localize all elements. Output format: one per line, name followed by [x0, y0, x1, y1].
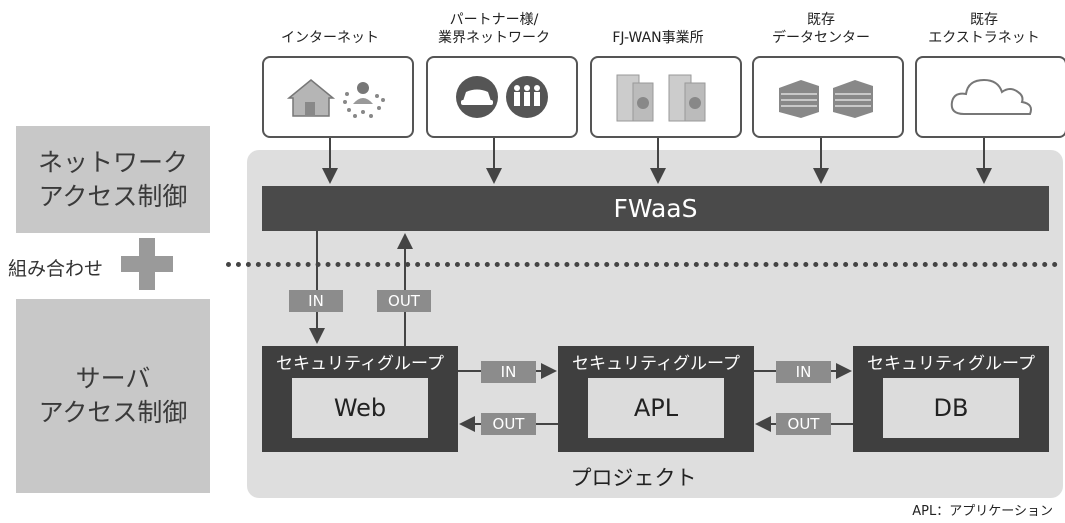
apl-server: APL — [588, 378, 724, 438]
flow-in-tag-apl-db: IN — [776, 361, 831, 383]
cloud-icon — [950, 78, 1032, 115]
server-access-line1: サーバ — [75, 364, 151, 393]
plus-icon-vertical — [139, 238, 155, 290]
endpoint-partner — [426, 56, 578, 138]
project-label: プロジェクト — [570, 466, 697, 490]
endpoint-datacenter — [752, 56, 904, 138]
server-access-line2: アクセス制御 — [38, 398, 188, 427]
endpoint-label-datacenter: 既存データセンター — [772, 12, 870, 46]
flow-in-tag-web-apl: IN — [481, 361, 536, 383]
security-group-title: セキュリティグループ — [572, 354, 740, 374]
car-and-people-icon — [456, 76, 548, 118]
footnote: APL：アプリケーション — [912, 504, 1053, 519]
network-access-line1: ネットワーク — [37, 147, 188, 177]
endpoint-internet — [262, 56, 414, 138]
security-group-title: セキュリティグループ — [276, 354, 444, 374]
flow-in-tag-fwaas-web: IN — [289, 290, 343, 312]
web-server: Web — [292, 378, 428, 438]
db-server: DB — [883, 378, 1019, 438]
endpoint-fjwan — [590, 56, 742, 138]
server-access-control-box: サーバ アクセス制御 — [16, 299, 210, 493]
endpoint-label-partner: パートナー様/業界ネットワーク — [438, 12, 550, 46]
security-group-apl: セキュリティグループ APL — [558, 346, 754, 452]
security-group-web: セキュリティグループ Web — [262, 346, 458, 452]
security-group-title: セキュリティグループ — [867, 354, 1035, 374]
endpoint-label-extranet: 既存エクストラネット — [928, 12, 1040, 46]
dashed-divider — [226, 262, 1058, 267]
network-access-line2: アクセス制御 — [38, 181, 188, 211]
house-and-network-icon — [286, 79, 385, 118]
endpoint-extranet — [915, 56, 1065, 138]
datacenter-icon — [779, 80, 873, 118]
network-access-control-box: ネットワーク アクセス制御 — [16, 126, 210, 233]
combine-label: 組み合わせ — [8, 258, 104, 280]
endpoint-label-fjwan: FJ-WAN事業所 — [612, 30, 704, 46]
endpoint-label-internet: インターネット — [281, 30, 379, 46]
flow-out-tag-db-apl: OUT — [776, 413, 831, 435]
security-group-db: セキュリティグループ DB — [853, 346, 1049, 452]
fwaas-bar: FWaaS — [262, 186, 1049, 231]
office-buildings-icon — [616, 74, 706, 122]
flow-out-tag-apl-web: OUT — [481, 413, 536, 435]
flow-out-tag-web-fwaas: OUT — [377, 290, 431, 312]
